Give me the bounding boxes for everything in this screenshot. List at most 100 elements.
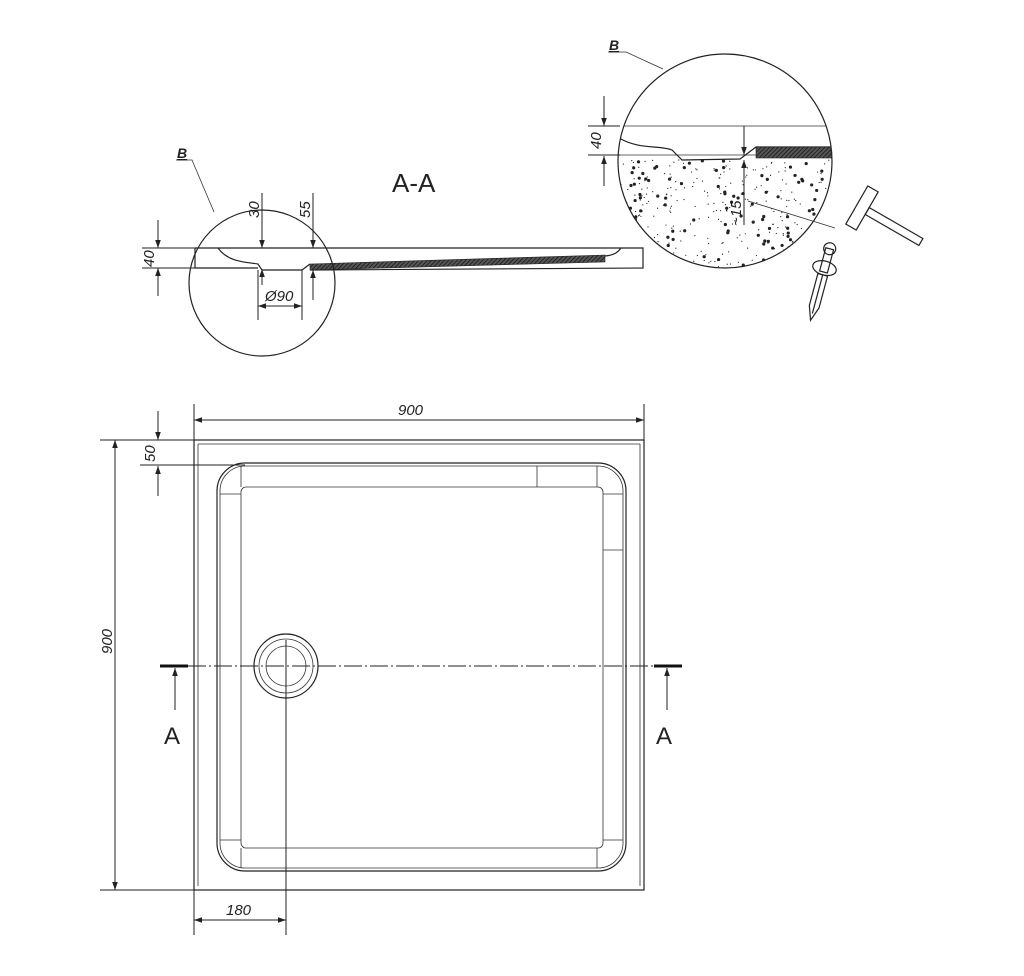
concrete-speck	[781, 179, 784, 181]
concrete-speck	[736, 196, 740, 200]
concrete-speck	[786, 214, 788, 216]
concrete-speck	[800, 227, 802, 230]
concrete-speck	[641, 171, 645, 176]
concrete-speck	[643, 196, 645, 199]
concrete-speck	[797, 180, 801, 184]
concrete-speck	[703, 259, 705, 262]
concrete-speck	[767, 226, 772, 231]
concrete-speck	[669, 207, 671, 209]
concrete-speck	[670, 187, 672, 189]
concrete-speck	[832, 266, 833, 267]
concrete-speck	[669, 173, 671, 175]
svg-text:40: 40	[141, 250, 158, 267]
concrete-speck	[636, 243, 638, 245]
concrete-speck	[645, 245, 648, 248]
concrete-speck	[695, 270, 696, 271]
concrete-speck	[783, 255, 785, 257]
concrete-speck	[818, 219, 822, 223]
concrete-speck	[671, 229, 675, 233]
concrete-speck	[632, 260, 634, 262]
concrete-speck	[786, 250, 788, 253]
concrete-speck	[833, 169, 834, 170]
concrete-speck	[635, 227, 637, 229]
concrete-speck	[721, 242, 723, 244]
concrete-speck	[643, 243, 645, 245]
concrete-speck	[813, 198, 817, 202]
concrete-speck	[714, 260, 716, 263]
tray-outline	[193, 439, 645, 891]
section-mark-left: A	[164, 723, 180, 750]
concrete-speck	[772, 223, 774, 225]
concrete-speck	[720, 192, 722, 195]
concrete-speck	[756, 202, 758, 204]
concrete-speck	[644, 177, 648, 181]
concrete-speck	[647, 226, 649, 228]
dim-rim-50: 50	[140, 411, 245, 496]
concrete-speck	[618, 189, 620, 191]
svg-text:180: 180	[226, 902, 252, 919]
dim-length-900: 900	[99, 439, 194, 891]
concrete-speck	[666, 244, 668, 246]
concrete-speck	[785, 215, 790, 219]
basin-floor	[240, 486, 604, 849]
concrete-speck	[675, 181, 677, 183]
concrete-speck	[780, 243, 784, 248]
concrete-speck	[761, 217, 765, 222]
detail-b-leader	[176, 159, 215, 213]
concrete-speck	[653, 215, 655, 217]
concrete-speck	[668, 242, 670, 244]
concrete-speck	[776, 195, 780, 199]
concrete-speck	[713, 202, 715, 204]
concrete-speck	[766, 239, 770, 243]
dim-drain-diameter: Ø90	[257, 270, 303, 320]
concrete-speck	[637, 176, 641, 180]
concrete-speck	[721, 159, 726, 163]
concrete-speck	[683, 198, 685, 201]
concrete-speck	[780, 215, 782, 218]
concrete-speck	[690, 171, 693, 173]
concrete-speck	[717, 257, 721, 262]
anchor-dowel-icon	[808, 242, 837, 322]
concrete-speck	[682, 165, 686, 170]
detail-b-circle-enlarged	[617, 53, 833, 269]
concrete-speck	[719, 177, 721, 179]
concrete-speck	[682, 162, 685, 164]
concrete-speck	[780, 190, 782, 192]
concrete-speck	[817, 223, 819, 225]
concrete-speck	[639, 239, 641, 241]
concrete-speck	[822, 221, 824, 224]
concrete-speck	[698, 218, 700, 220]
concrete-speck	[782, 234, 784, 236]
concrete-speck	[707, 237, 709, 239]
concrete-speck	[720, 220, 722, 223]
detail-b-label: B	[177, 145, 187, 161]
dim-width-900: 900	[193, 402, 645, 440]
detail-leader	[608, 51, 664, 70]
concrete-speck	[647, 200, 650, 203]
concrete-speck	[751, 259, 753, 261]
concrete-speck	[831, 186, 832, 188]
concrete-speck	[726, 263, 728, 265]
concrete-speck	[800, 270, 803, 273]
concrete-speck	[670, 195, 672, 197]
concrete-speck	[806, 263, 808, 266]
concrete-speck	[784, 170, 786, 172]
concrete-speck	[728, 251, 730, 253]
concrete-speck	[758, 229, 760, 231]
concrete-speck	[760, 185, 762, 187]
concrete-speck	[615, 272, 616, 273]
concrete-speck	[638, 192, 642, 197]
concrete-speck	[685, 254, 687, 256]
concrete-speck	[618, 197, 622, 201]
concrete-speck	[765, 200, 767, 202]
concrete-speck	[786, 231, 790, 235]
svg-text:50: 50	[142, 445, 159, 462]
concrete-speck	[633, 178, 635, 180]
concrete-speck	[666, 235, 670, 239]
concrete-speck	[824, 257, 827, 259]
concrete-speck	[767, 190, 769, 193]
concrete-speck	[670, 205, 672, 207]
concrete-speck	[641, 188, 643, 190]
concrete-speck	[644, 180, 646, 182]
concrete-speck	[751, 220, 755, 224]
